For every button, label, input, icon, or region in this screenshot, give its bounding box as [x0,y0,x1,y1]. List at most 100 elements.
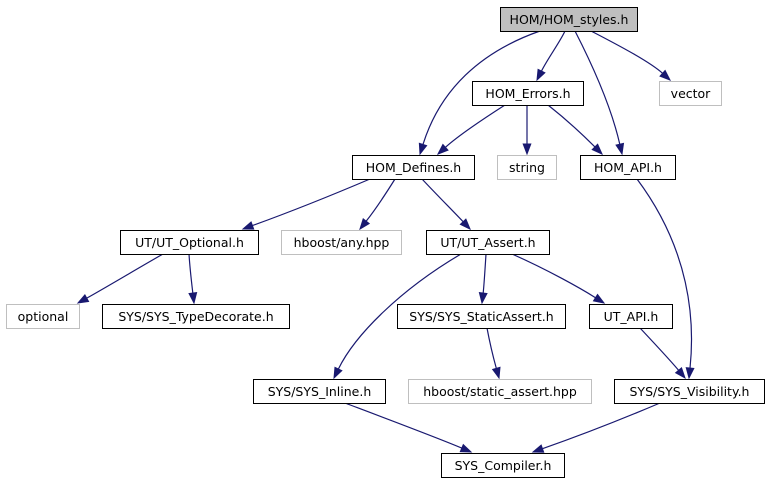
node-box [281,230,402,255]
edge-ut-assert-to-sys-staticassert [478,253,488,305]
node-label: HOM_API.h [594,160,662,175]
node-box [408,379,592,404]
arrowhead-icon [241,221,255,230]
arrowhead-icon [659,69,672,81]
node-sys-typedecorate[interactable]: SYS/SYS_TypeDecorate.h [102,304,290,329]
edge-line [188,253,194,294]
node-hom-styles[interactable]: HOM/HOM_styles.h [500,7,638,32]
edge-line [344,402,463,449]
node-label: HOM/HOM_styles.h [510,12,629,27]
arrowhead-icon [615,142,625,156]
node-box [580,155,676,180]
edge-hom-defines-to-ut-assert [421,178,471,231]
node-optional: optional [6,304,80,329]
arrowhead-icon [436,143,449,155]
arrowhead-icon [333,366,343,380]
edge-hom-errors-to-hom-api [547,104,603,155]
node-ut-assert[interactable]: UT/UT_Assert.h [426,230,550,255]
edge-line [511,253,596,299]
edge-line [639,327,680,371]
edge-hom-api-to-sys-visibility [636,178,695,380]
edge-line [86,253,164,299]
arrowhead-icon [459,218,471,231]
edge-hom-styles-to-hom-defines [418,30,541,156]
edge-line [445,104,506,148]
node-box [500,7,638,32]
node-label: SYS_Compiler.h [455,458,552,473]
node-box [352,155,475,180]
node-box [497,155,557,180]
arrowhead-icon [359,217,371,231]
node-label: SYS/SYS_StaticAssert.h [409,309,553,324]
edge-line [422,30,541,145]
node-sys-inline[interactable]: SYS/SYS_Inline.h [253,379,386,404]
node-vector: vector [659,81,722,106]
node-ut-api[interactable]: UT_API.h [589,304,673,329]
arrowhead-icon [592,293,606,304]
edge-sys-staticassert-to-hboost-static-assert [486,327,501,380]
edge-line [547,104,596,148]
edge-line [542,402,661,450]
arrowhead-icon [685,367,695,380]
node-box [426,230,550,255]
node-label: UT/UT_Assert.h [440,235,535,250]
arrowhead-icon [591,143,603,155]
arrowhead-icon [188,292,198,305]
edge-line [540,30,566,72]
node-label: vector [671,86,712,101]
node-label: HOM_Errors.h [485,86,570,101]
arrowhead-icon [418,142,428,156]
edge-line [636,178,693,369]
edge-hom-defines-to-ut-optional [241,178,371,230]
node-label: string [509,160,545,175]
node-label: optional [18,309,69,324]
edge-line [482,253,487,294]
arrowhead-icon [491,366,501,380]
node-box [120,230,259,255]
edge-line [421,178,464,223]
node-sys-visibility[interactable]: SYS/SYS_Visibility.h [614,379,765,404]
node-hom-api[interactable]: HOM_API.h [580,155,676,180]
node-string: string [497,155,557,180]
arrowhead-icon [76,293,90,304]
edge-line [574,30,621,145]
node-box [614,379,765,404]
node-box [397,304,566,329]
node-label: SYS/SYS_TypeDecorate.h [118,309,273,324]
edge-line [590,30,663,74]
node-hom-defines[interactable]: HOM_Defines.h [352,155,475,180]
node-box [102,304,290,329]
node-hboost-static-assert: hboost/static_assert.hpp [408,379,592,404]
edge-ut-optional-to-sys-typedecorate [188,253,198,305]
edge-line [252,178,371,227]
arrowhead-icon [531,444,545,453]
node-hom-errors[interactable]: HOM_Errors.h [472,81,584,106]
node-box [441,453,565,478]
node-hboost-any: hboost/any.hpp [281,230,402,255]
node-label: hboost/any.hpp [294,235,390,250]
node-sys-staticassert[interactable]: SYS/SYS_StaticAssert.h [397,304,566,329]
edge-hom-errors-to-hom-defines [436,104,506,155]
arrowhead-icon [674,367,686,380]
edge-hom-errors-to-string [522,105,532,156]
node-box [472,81,584,106]
node-sys-compiler[interactable]: SYS_Compiler.h [441,453,565,478]
node-label: SYS/SYS_Visibility.h [630,384,750,399]
edge-ut-assert-to-ut-api [511,253,606,304]
node-label: HOM_Defines.h [366,160,461,175]
edge-line [365,178,396,222]
arrowhead-icon [478,292,488,305]
edge-hom-styles-to-hom-api [574,30,625,156]
node-label: UT/UT_Optional.h [135,235,244,250]
node-label: hboost/static_assert.hpp [423,384,577,399]
node-ut-optional[interactable]: UT/UT_Optional.h [120,230,259,255]
edge-hom-styles-to-vector [590,30,672,81]
node-box [659,81,722,106]
arrowhead-icon [522,143,532,156]
node-label: UT_API.h [604,309,659,324]
edge-hom-defines-to-hboost-any [359,178,396,231]
arrowhead-icon [459,443,473,453]
edge-line [486,327,497,369]
